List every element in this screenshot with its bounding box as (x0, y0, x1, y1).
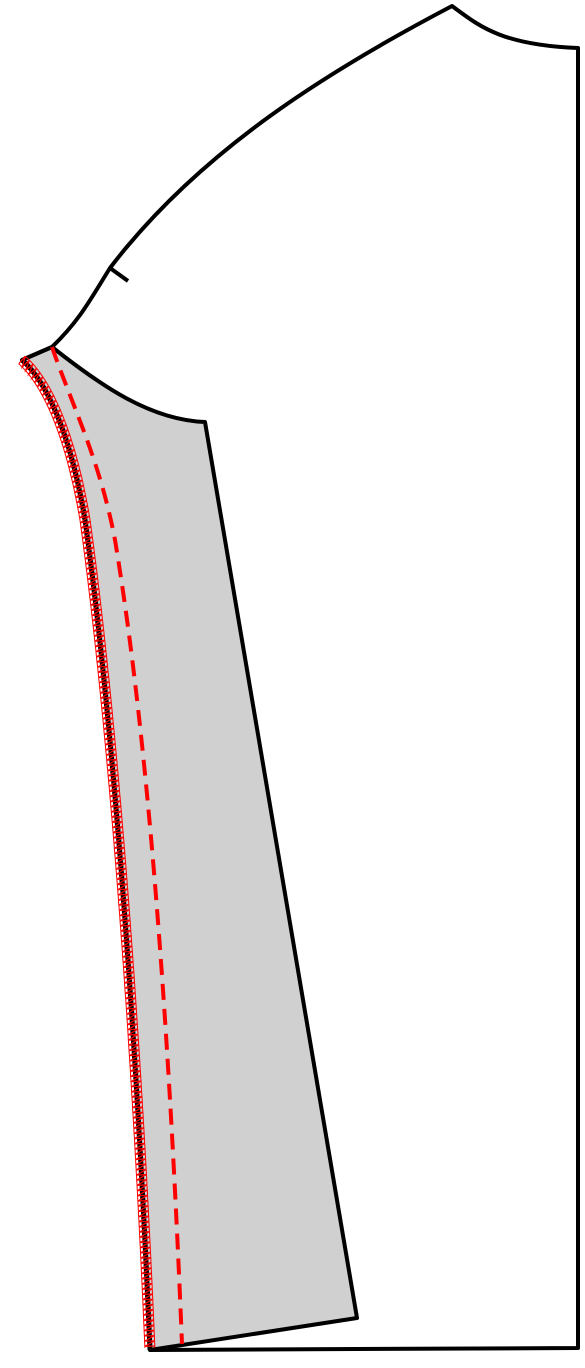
overlock-stitch (18, 355, 156, 1348)
overlock-rail-inner (24, 355, 156, 1348)
bodice-outline (50, 4, 580, 1352)
notch-mark (108, 266, 130, 283)
overlock-rail-outer (18, 363, 146, 1348)
overlock-stitch-loops (18, 355, 155, 1347)
topstitch-line (50, 346, 184, 1345)
